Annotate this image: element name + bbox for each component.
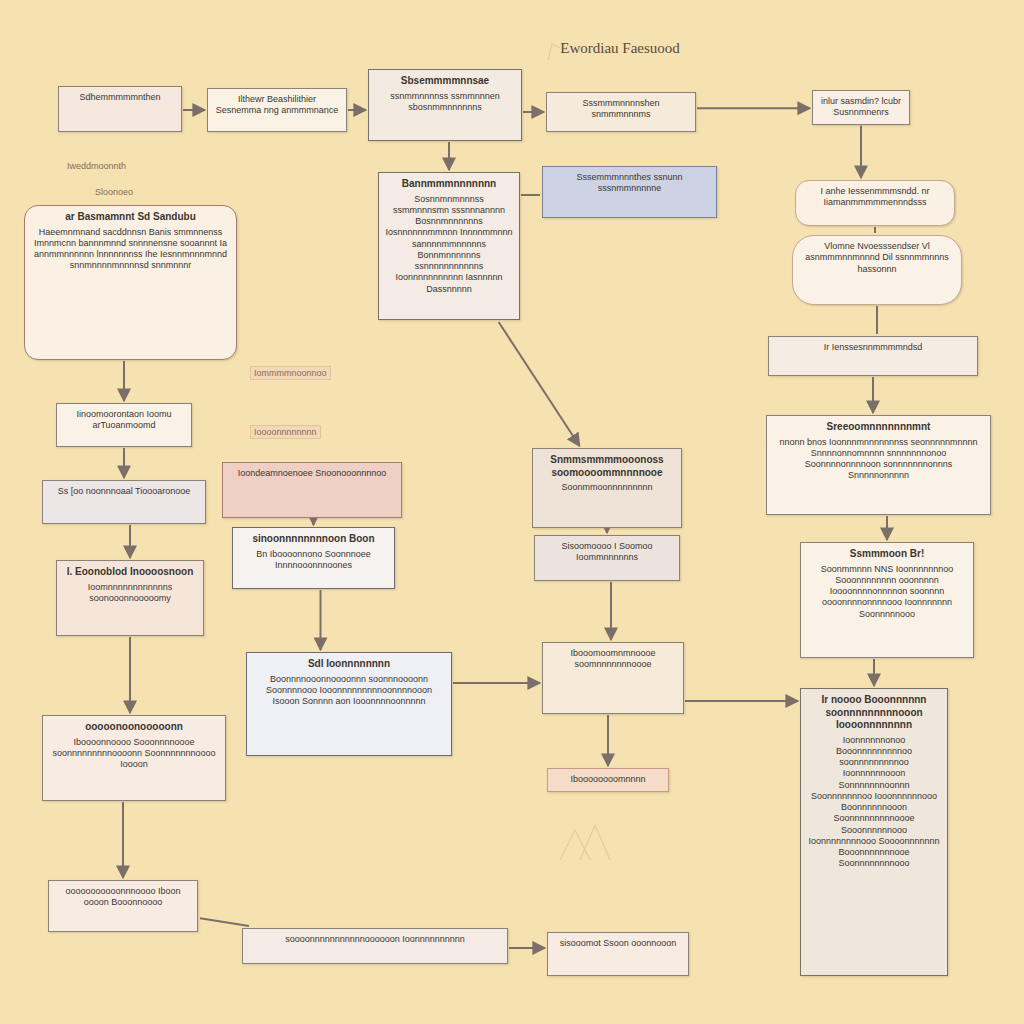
note-label: Ioooonnnnnnnn xyxy=(250,425,321,439)
flow-arrow xyxy=(606,529,608,533)
process-box: ooooooooooonnnoooo Iboon oooon Booonnooo… xyxy=(48,880,198,932)
flow-arrow xyxy=(183,109,205,111)
flow-arrow xyxy=(509,947,545,949)
flow-arrow xyxy=(348,109,366,111)
box-text: Sssemmmnnnthes ssnunn sssnmmnnnnne xyxy=(549,172,710,195)
flow-arrow xyxy=(697,107,810,109)
box-text: Iinoomoorontaon Ioomu arTuoanmoomd xyxy=(63,409,185,432)
box-text: Haeemnmnand sacddnnsn Banis smmnnenss Im… xyxy=(31,227,230,272)
box-heading: Ir noooo Booonnnnnn soonnnnnnnnnooon Ioo… xyxy=(807,694,941,732)
process-box: Snmmsmmmmooonoss soomoooommnnnnooeSoonmm… xyxy=(532,448,682,528)
flow-arrow xyxy=(872,377,874,413)
box-text: Ioonnnnnnonoo Booonnnnnnnnnoo soonnnnnnn… xyxy=(807,735,941,870)
process-box: Iboooooooomnnnn xyxy=(547,768,669,792)
box-heading: Sreeoomnnnnnnnmnt xyxy=(773,421,984,434)
process-box: Ibooomoomnmnoooe soomnnnnnnnoooe xyxy=(542,642,684,714)
note-label: Iweddmoonnth xyxy=(64,160,129,172)
flow-arrow xyxy=(685,700,798,702)
flow-arrow xyxy=(499,322,580,446)
process-box: Ioondeamnoenoee Snoonooonnnnoo xyxy=(222,462,402,518)
flow-arrow xyxy=(874,227,876,233)
flow-arrow xyxy=(610,582,612,640)
process-box: Sdhemmmmmnthen xyxy=(58,86,182,132)
flow-arrow xyxy=(523,111,544,113)
box-text: Iboooooooomnnnn xyxy=(554,774,662,785)
process-box: Ir Ienssesnnmmmmndsd xyxy=(768,336,978,376)
box-heading: Snmmsmmmmooonoss soomoooommnnnnooe xyxy=(539,454,675,479)
flow-arrow xyxy=(873,659,875,686)
box-heading: I. Eoonoblod Inoooosnoon xyxy=(63,566,197,579)
box-text: ssnmmnnnnss ssmmnnnen sbosnmmnnnnnns xyxy=(375,91,515,114)
process-box: Sssmmmnnnnshen snmmmnnnms xyxy=(546,92,696,132)
box-text: sisooomot Ssoon ooonnooon xyxy=(554,938,682,949)
process-box: inlur sasmdin? lcubr Susnnmnenrs xyxy=(812,90,910,125)
box-text: Ibooomoomnmnoooe soomnnnnnnnoooe xyxy=(549,648,677,671)
box-text: inlur sasmdin? lcubr Susnnmnenrs xyxy=(819,96,903,119)
process-box: sinoonnnnnnnnoon Boon Bn Iboooonnono Soon… xyxy=(232,527,395,589)
process-box: Sssemmmnnnthes ssnunn sssnmmnnnnne xyxy=(542,166,717,218)
flow-arrow xyxy=(607,715,609,766)
process-box: Ss [oo noonnnoaal Tioooaronooe xyxy=(42,480,206,524)
box-text: Soonmmoonnnnnnnnn xyxy=(539,482,675,493)
flow-arrow xyxy=(129,525,131,558)
process-box: Sisoomoooo I Soomoo Ioommnnnnnns xyxy=(534,535,680,581)
box-text: soooonnnnnnnnnnnoooooon Ioonnnnnnnnnn xyxy=(249,934,501,945)
box-text: Sosnnmnmnnnss ssmmnnnsmn sssnnnannnn Bos… xyxy=(385,194,513,295)
process-box: Ir noooo Booonnnnnn soonnnnnnnnnooon Ioo… xyxy=(800,688,948,976)
diagram-title: Ewordiau Faesuood xyxy=(530,40,710,57)
flow-arrow xyxy=(200,918,249,926)
process-box: Sreeoomnnnnnnnmnt nnonn bnos Ioonnnmnnnnn… xyxy=(766,415,991,515)
box-heading: ooooonoonooooonn xyxy=(49,721,219,734)
flow-arrow xyxy=(320,590,322,650)
box-text: Sisoomoooo I Soomoo Ioommnnnnnns xyxy=(541,541,673,564)
flow-arrow xyxy=(129,637,131,713)
flow-arrow xyxy=(521,194,540,196)
process-box: Ilthewr Beashilithier Sesnemma nng anmmm… xyxy=(207,88,347,132)
process-box: I. Eoonoblod InoooosnoonIoomnnnnnnnnnnnn… xyxy=(56,560,204,636)
process-box: Iinoomoorontaon Ioomu arTuoanmoomd xyxy=(56,403,192,447)
box-text: Vlomne Nvoesssendser Vl asnmmmnnmnnnd Di… xyxy=(799,241,955,275)
box-text: Iboooonnoooo Sooonnnnoooe soonnnnnnnnnoo… xyxy=(49,737,219,771)
box-text: Ioomnnnnnnnnnnnns soonooonnooooomy xyxy=(63,582,197,605)
process-box: BannmmmnnnnnnnSosnnmnmnnnss ssmmnnnsmn s… xyxy=(378,172,520,320)
box-text: Ilthewr Beashilithier Sesnemma nng anmmm… xyxy=(214,94,340,117)
box-heading: sinoonnnnnnnnoon Boon xyxy=(239,533,388,546)
flow-arrow xyxy=(453,682,540,684)
box-text: nnonn bnos Ioonnnmnnnnnnnss seonnnnnmnnn… xyxy=(773,437,984,482)
box-text: Ioondeamnoenoee Snoonooonnnnoo xyxy=(229,468,395,479)
flow-arrow xyxy=(448,142,450,170)
box-heading: ar Basmamnnt Sd Sandubu xyxy=(31,211,230,224)
box-heading: Bannmmmnnnnnnn xyxy=(385,178,513,191)
flow-arrow xyxy=(122,802,124,878)
box-text: I anhe Iessenmmmsndd. nr Iiamanmmmmmennn… xyxy=(802,186,948,209)
process-box: ar Basmamnnt Sd SandubuHaeemnmnand sacdd… xyxy=(24,205,237,360)
box-text: Ir Ienssesnnmmmmndsd xyxy=(775,342,971,353)
box-heading: Sbsemmmmnnsae xyxy=(375,75,515,88)
flow-arrow xyxy=(886,516,888,540)
process-box: ooooonoonooooonnIboooonnoooo Sooonnnnooo… xyxy=(42,715,226,801)
flow-arrow xyxy=(860,126,862,179)
flow-arrow xyxy=(123,448,125,478)
box-text: Bn Iboooonnono Soonnnoee Innnnooonnnoone… xyxy=(239,549,388,572)
flow-arrow xyxy=(313,519,315,525)
box-text: Sdhemmmmmnthen xyxy=(65,92,175,103)
box-text: Boonnnnooonnoooonnn soonnnoooonn Soonnnn… xyxy=(253,674,445,708)
process-box: Ssmmmoon Br! Soonmmnnn NNS Ioonnnnnnnoo S… xyxy=(800,542,974,658)
process-box: soooonnnnnnnnnnnoooooon Ioonnnnnnnnnn xyxy=(242,928,508,964)
box-heading: Sdl Ioonnnnnnnn xyxy=(253,658,445,671)
flow-arrow xyxy=(876,306,878,334)
process-box: I anhe Iessenmmmsndd. nr Iiamanmmmmmennn… xyxy=(795,180,955,226)
flow-arrow xyxy=(123,361,125,401)
box-text: Sssmmmnnnnshen snmmmnnnms xyxy=(553,98,689,121)
process-box: Vlomne Nvoesssendser Vl asnmmmnnmnnnd Di… xyxy=(792,235,962,305)
process-box: Sbsemmmmnnsae ssnmmnnnnss ssmmnnnen sbosn… xyxy=(368,69,522,141)
box-text: ooooooooooonnnoooo Iboon oooon Booonnooo… xyxy=(55,886,191,909)
process-box: Sdl IoonnnnnnnnBoonnnnooonnoooonnn soonn… xyxy=(246,652,452,756)
box-text: Soonmmnnn NNS Ioonnnnnnnoo Sooonnnnnnnn … xyxy=(807,564,967,620)
note-label: Iommmmnoonnoo xyxy=(250,366,331,380)
process-box: sisooomot Ssoon ooonnooon xyxy=(547,932,689,976)
note-label: Sloonoeo xyxy=(92,186,136,198)
box-text: Ss [oo noonnnoaal Tioooaronooe xyxy=(49,486,199,497)
box-heading: Ssmmmoon Br! xyxy=(807,548,967,561)
